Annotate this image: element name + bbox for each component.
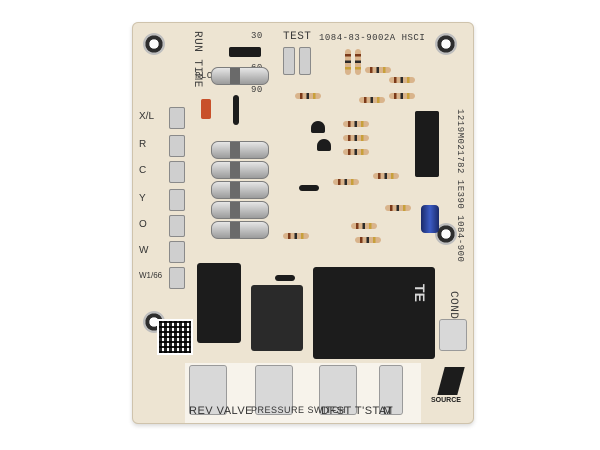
resistor [389, 93, 415, 99]
terminal-label-r: R [139, 139, 147, 150]
resistor [343, 149, 369, 155]
m-terminal[interactable] [379, 365, 403, 415]
ic-chip [415, 111, 439, 177]
side-part-number: 1219M021782 1E390 1084-900 [455, 109, 465, 263]
transistor-1 [311, 121, 325, 133]
diode-1 [299, 185, 319, 191]
resistor [359, 97, 385, 103]
resistor [343, 135, 369, 141]
terminal-c[interactable] [169, 161, 185, 183]
terminal-label-c: C [139, 165, 147, 176]
relay-brand-label: TE [411, 284, 428, 302]
terminal-label-w1-66: W1/66 [139, 271, 163, 280]
jumper-value-90: 90 [251, 85, 263, 95]
terminal-xl[interactable] [169, 107, 185, 129]
source-logo: SOURCE [431, 367, 467, 411]
resistor [295, 93, 321, 99]
test-label: TEST [283, 31, 312, 43]
electrolytic-capacitor [421, 205, 439, 233]
transistor-2 [317, 139, 331, 151]
power-resistor-5 [211, 201, 269, 219]
run-time-jumper[interactable] [229, 47, 261, 57]
test-pin-2[interactable] [299, 47, 311, 75]
cond-fan-terminal[interactable] [439, 319, 467, 351]
source-logo-text: SOURCE [431, 397, 461, 404]
mounting-hole-top-right [435, 33, 457, 55]
jumper-value-30: 30 [251, 31, 263, 41]
resistor [345, 49, 351, 75]
terminal-label-w: W [139, 245, 149, 256]
power-resistor-2 [211, 141, 269, 159]
rev-valve-label: REV VALVE [189, 405, 254, 417]
terminal-w[interactable] [169, 241, 185, 263]
test-pin-1[interactable] [283, 47, 295, 75]
mounting-hole-mid-right [435, 223, 457, 245]
diode-3 [233, 95, 239, 125]
diode-2 [275, 275, 295, 281]
terminal-r[interactable] [169, 135, 185, 157]
terminal-label-y: Y [139, 193, 146, 204]
small-relay-left [197, 263, 241, 343]
resistor [373, 173, 399, 179]
terminal-label-o: O [139, 219, 147, 230]
resistor [389, 77, 415, 83]
small-relay-middle [251, 285, 303, 351]
power-resistor-6 [211, 221, 269, 239]
mounting-hole-top-left [143, 33, 165, 55]
power-resistor-4 [211, 181, 269, 199]
control-board: RUN TIME 30 60 90 PLC=0 TEST 1084-83-900… [132, 22, 474, 424]
pressure-switch-terminal[interactable] [255, 365, 293, 415]
part-number-top: 1084-83-9002A HSCI [319, 33, 426, 43]
resistor [355, 237, 381, 243]
terminal-w1-66[interactable] [169, 267, 185, 289]
resistor [355, 49, 361, 75]
resistor [351, 223, 377, 229]
resistor [385, 205, 411, 211]
terminal-y[interactable] [169, 189, 185, 211]
power-resistor-3 [211, 161, 269, 179]
large-relay-te: TE [313, 267, 435, 359]
dfst-tstat-terminal[interactable] [319, 365, 357, 415]
dfst-tstat-label: DFST T'STAT [321, 405, 394, 417]
resistor [283, 233, 309, 239]
resistor [333, 179, 359, 185]
qr-code [157, 319, 193, 355]
red-capacitor [201, 99, 211, 119]
rev-valve-terminal[interactable] [189, 365, 227, 415]
terminal-o[interactable] [169, 215, 185, 237]
pressure-switch-label: PRESSURE SWITCH [251, 405, 347, 415]
plc-label: PLC=0 [195, 71, 225, 81]
m-label: M [383, 405, 393, 417]
resistor [365, 67, 391, 73]
power-resistor-1 [211, 67, 269, 85]
terminal-label-xl: X/L [139, 111, 155, 122]
resistor [343, 121, 369, 127]
